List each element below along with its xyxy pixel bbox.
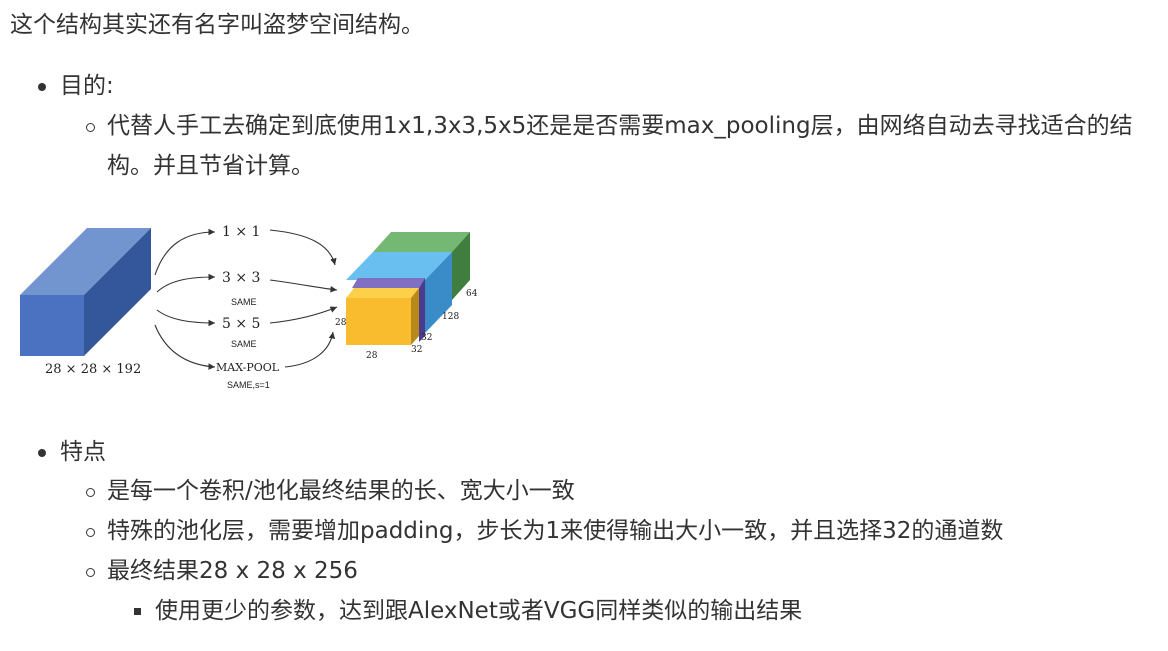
feature-sub-item: 使用更少的参数，达到跟AlexNet或者VGG同样类似的输出结果 — [155, 598, 803, 624]
output-dimension-labels: 28 28 32 32 128 64 — [335, 289, 478, 361]
inception-module-figure: 28 × 28 × 192 1 × 1 3 × 3 SAME 5 × 5 SAM… — [20, 224, 478, 390]
feature-item: 最终结果28 x 28 x 256 — [107, 558, 358, 584]
feature-item: 是每一个卷积/池化最终结果的长、宽大小一致 — [107, 478, 575, 504]
branch-5x5-label: 5 × 5 — [222, 316, 260, 332]
branch-1x1-label: 1 × 1 — [222, 224, 260, 240]
purpose-heading: 目的: — [60, 73, 114, 99]
branch-3x3-padding: SAME — [231, 297, 257, 307]
features-heading: 特点 — [60, 439, 106, 465]
branch-5x5-padding: SAME — [231, 339, 257, 349]
bullet-disc — [38, 449, 46, 457]
feature-item: 特殊的池化层，需要增加padding，步长为1来使得输出大小一致，并且选择32的… — [107, 518, 1004, 544]
bullet-square — [134, 608, 141, 615]
intro-paragraph: 这个结构其实还有名字叫盗梦空间结构。 — [10, 12, 424, 38]
output-volume — [346, 232, 470, 345]
branch-maxpool-label: MAX-POOL — [216, 361, 280, 374]
bullet-disc — [38, 83, 46, 91]
output-depth-32b: 32 — [421, 333, 432, 343]
bullet-circle — [86, 123, 95, 132]
purpose-item-line1: 代替人手工去确定到底使用1x1,3x3,5x5还是是否需要max_pooling… — [107, 113, 1133, 139]
bullet-circle — [86, 488, 95, 497]
branch-3x3-label: 3 × 3 — [222, 270, 260, 286]
output-height-label: 28 — [335, 318, 347, 328]
purpose-item-line2: 构。并且节省计算。 — [107, 153, 314, 179]
input-volume — [20, 228, 151, 356]
output-width-label: 28 — [366, 351, 378, 361]
bullet-circle — [86, 528, 95, 537]
branch-arrows — [154, 228, 338, 370]
output-depth-128: 128 — [442, 312, 459, 322]
output-depth-64: 64 — [466, 289, 478, 299]
branch-maxpool-padding: SAME,s=1 — [227, 380, 270, 390]
input-volume-label: 28 × 28 × 192 — [45, 362, 141, 377]
bullet-circle — [86, 568, 95, 577]
output-depth-32a: 32 — [411, 345, 422, 355]
